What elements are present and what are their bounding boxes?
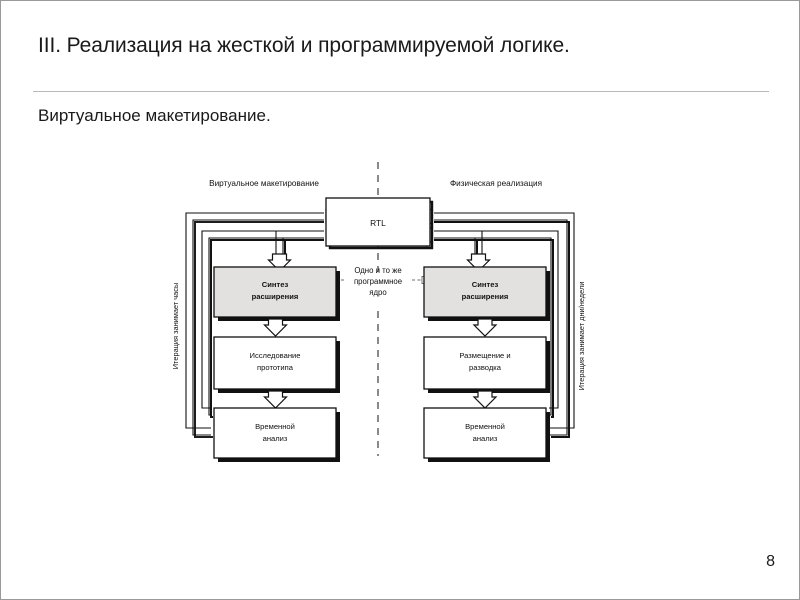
rtl-box[interactable]: RTL bbox=[325, 197, 434, 250]
right-box-2-line1: Размещение и bbox=[459, 351, 510, 360]
left-box-3[interactable]: Временной анализ bbox=[213, 407, 340, 462]
right-box-1-line2: расширения bbox=[462, 292, 509, 301]
right-box-1-line1: Синтез bbox=[472, 280, 499, 289]
left-rtl-to-synthesis-arrow bbox=[275, 230, 323, 254]
left-outer-feedback-loop bbox=[185, 212, 324, 438]
right-box-3-line2: анализ bbox=[473, 434, 498, 443]
left-box-3-line1: Временной bbox=[255, 422, 295, 431]
left-side-label: Итерация занимает часы bbox=[171, 283, 180, 370]
center-note-right-arrow bbox=[412, 274, 431, 286]
right-box-2-line2: разводка bbox=[469, 363, 502, 372]
center-note-line2: программное bbox=[354, 277, 402, 286]
left-box-2[interactable]: Исследование прототипа bbox=[213, 336, 340, 393]
right-side-label: Итерация занимает дни/недели bbox=[577, 282, 586, 391]
center-note-line3: ядро bbox=[369, 288, 387, 297]
right-box-2[interactable]: Размещение и разводка bbox=[423, 336, 550, 393]
left-box-1-line1: Синтез bbox=[262, 280, 289, 289]
left-arrow-2 bbox=[263, 390, 288, 409]
right-arrow-2 bbox=[473, 390, 497, 409]
right-box-3-line1: Временной bbox=[465, 422, 505, 431]
column-heading-left: Виртуальное макетирование bbox=[209, 179, 319, 188]
page-title: III. Реализация на жесткой и программиру… bbox=[38, 34, 570, 57]
left-box-2-line2: прототипа bbox=[257, 363, 294, 372]
left-inner-feedback-loop bbox=[201, 230, 324, 418]
left-arrow-1 bbox=[263, 318, 288, 337]
left-box-2-line1: Исследование bbox=[249, 351, 300, 360]
slide-subtitle: Виртуальное макетирование. bbox=[38, 106, 271, 125]
column-heading-right: Физическая реализация bbox=[450, 179, 542, 188]
right-arrow-1 bbox=[473, 318, 497, 337]
diagram-figure: Виртуальное макетирование Физическая реа… bbox=[166, 156, 616, 476]
rtl-box-label: RTL bbox=[370, 218, 386, 228]
title-divider bbox=[33, 91, 769, 92]
right-box-1[interactable]: Синтез расширения bbox=[423, 266, 550, 321]
right-rtl-to-synthesis-arrow bbox=[438, 230, 483, 254]
right-box-3[interactable]: Временной анализ bbox=[423, 407, 550, 462]
center-note-line1: Одно и то же bbox=[354, 266, 401, 275]
left-box-1-line2: расширения bbox=[252, 292, 299, 301]
shared-core-note: Одно и то же программное ядро bbox=[354, 266, 402, 297]
page-number: 8 bbox=[766, 553, 775, 570]
left-box-3-line2: анализ bbox=[263, 434, 288, 443]
right-outer-feedback-loop bbox=[434, 212, 575, 438]
left-box-1[interactable]: Синтез расширения bbox=[213, 266, 340, 321]
